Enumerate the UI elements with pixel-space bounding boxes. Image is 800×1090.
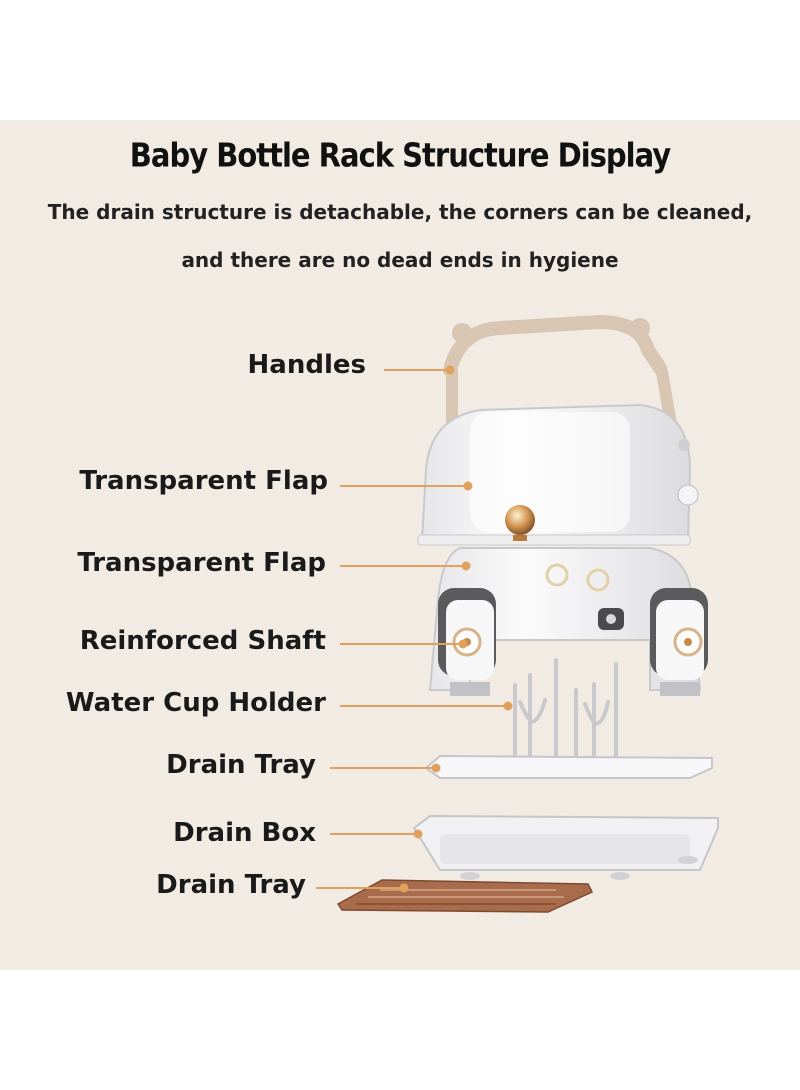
subtitle-line-1: The drain structure is detachable, the c… [47,200,753,224]
label-drain-box: Drain Box [173,818,316,848]
drain-box-part [412,814,719,880]
label-water-cup-holder: Water Cup Holder [65,688,326,718]
diagram-title: Baby Bottle Rack Structure Display [129,135,671,175]
subtitle-line-2: and there are no dead ends in hygiene [181,248,619,272]
transparent-flap-upper-part [417,403,699,546]
transparent-flap-lower-part [428,547,708,696]
label-transparent-flap-upper: Transparent Flap [79,466,328,496]
label-handles: Handles [247,350,366,380]
label-reinforced-shaft: Reinforced Shaft [79,626,326,656]
drain-tray-lower-part [336,879,594,913]
water-cup-holder-part [513,658,618,764]
drain-tray-upper-part [424,754,713,779]
leader-lines [316,365,513,893]
label-drain-tray-lower: Drain Tray [156,870,306,900]
label-transparent-flap-lower: Transparent Flap [77,548,326,578]
label-drain-tray-upper: Drain Tray [166,750,316,780]
